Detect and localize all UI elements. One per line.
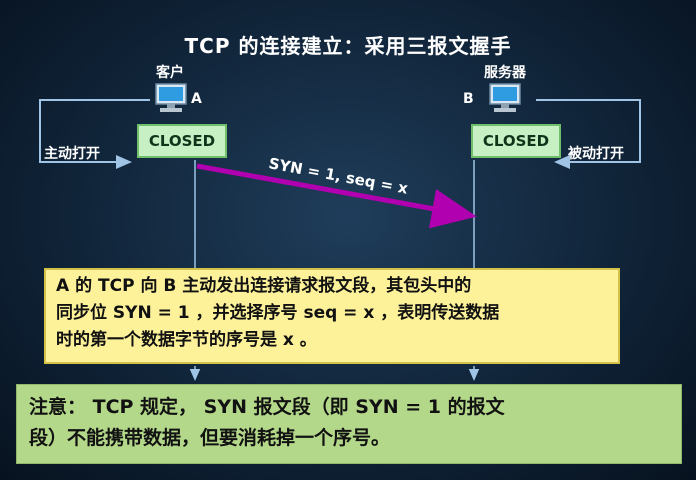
server-action-label: 被动打开: [568, 146, 624, 162]
client-open-loop: [39, 99, 150, 169]
client-computer-icon: [155, 83, 187, 112]
client-id: A: [191, 91, 202, 107]
explanation-line-2: 同步位 SYN = 1 ，并选择序号 seq = x ，表明传送数据: [56, 303, 500, 323]
client-action-label: 主动打开: [44, 146, 100, 162]
note-box: 注意： TCP 规定， SYN 报文段（即 SYN = 1 的报文 段）不能携带…: [16, 384, 682, 464]
client-label: 客户: [156, 65, 184, 81]
server-id: B: [463, 91, 474, 107]
server-open-loop: [536, 99, 641, 169]
explanation-line-1: A 的 TCP 向 B 主动发出连接请求报文段，其包头中的: [56, 276, 472, 296]
syn-arrow: [196, 163, 477, 229]
note-line-2: 段）不能携带数据，但要消耗掉一个序号。: [29, 427, 391, 449]
note-line-1: 注意： TCP 规定， SYN 报文段（即 SYN = 1 的报文: [29, 396, 505, 418]
diagram-title: TCP 的连接建立：采用三报文握手: [184, 34, 512, 58]
server-label: 服务器: [484, 65, 526, 81]
explanation-line-3: 时的第一个数据字节的序号是 x 。: [56, 330, 317, 350]
client-state-box: CLOSED: [137, 124, 227, 158]
explanation-box: A 的 TCP 向 B 主动发出连接请求报文段，其包头中的 同步位 SYN = …: [44, 268, 620, 364]
server-state-box: CLOSED: [471, 124, 561, 158]
server-computer-icon: [489, 83, 521, 112]
